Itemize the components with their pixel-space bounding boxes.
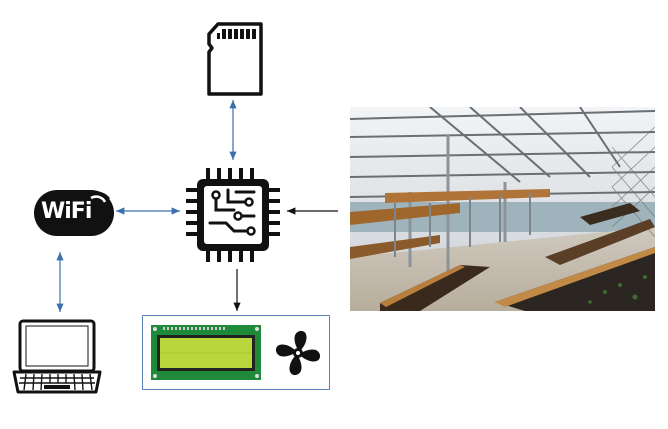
microchip-icon (186, 168, 280, 262)
wifi-node: WiFi (33, 188, 115, 240)
wifi-icon (34, 190, 114, 236)
laptop-icon (12, 319, 102, 394)
laptop-node (12, 318, 102, 396)
greenhouse-image (350, 107, 655, 311)
sd-card-node (206, 22, 264, 96)
outputs-box (142, 315, 330, 390)
wifi-label: WiFi (41, 199, 92, 224)
fan-icon (275, 330, 321, 376)
greenhouse-photo (350, 107, 655, 311)
microcontroller-node (186, 168, 280, 262)
lcd-display-icon (151, 325, 261, 380)
sd-card-icon (207, 22, 263, 96)
